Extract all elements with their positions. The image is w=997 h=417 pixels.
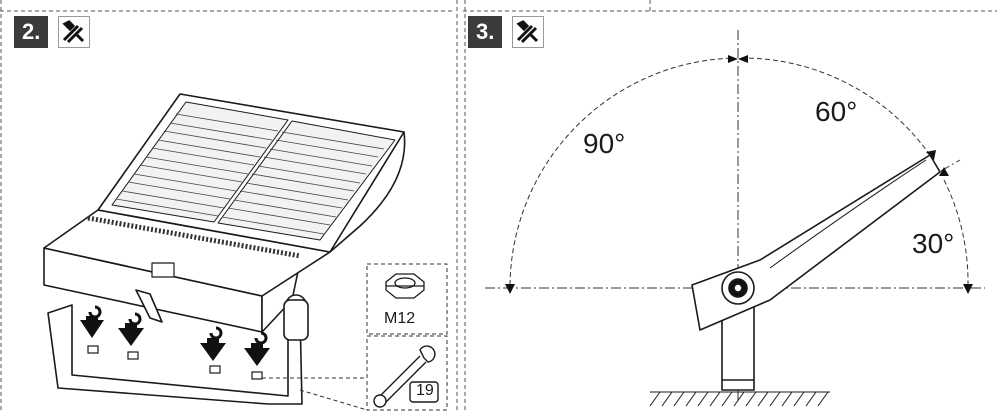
bolt-rotation-markers	[80, 305, 270, 366]
tools-icon	[58, 16, 90, 48]
rotation-arrow-icon	[200, 326, 226, 361]
led-rows	[115, 113, 385, 235]
rotation-arrow-icon	[80, 305, 104, 338]
arc-arrowheads	[505, 55, 973, 294]
tools-icon	[512, 16, 544, 48]
angle-label-30: 30°	[912, 228, 955, 259]
hardware-callouts	[262, 263, 448, 411]
ground-hatch	[649, 391, 830, 407]
nut-size-label: M12	[384, 310, 416, 327]
angle-label-90: 90°	[583, 128, 626, 159]
floodlight-fixture	[43, 93, 406, 405]
wrench-icon	[373, 345, 439, 408]
rotation-arrow-icon	[118, 312, 144, 346]
nut-icon	[385, 273, 425, 299]
rotation-arrow-icon	[244, 331, 270, 366]
floodlight-side-view	[691, 154, 941, 391]
angle-label-60: 60°	[815, 96, 858, 127]
led-modules	[111, 101, 396, 241]
bracket-bolts	[87, 345, 263, 380]
angle-arcs	[509, 57, 969, 286]
wrench-size-label: 19	[416, 382, 434, 399]
step-3-number: 3.	[468, 16, 503, 48]
step-2-number: 2.	[14, 16, 49, 48]
